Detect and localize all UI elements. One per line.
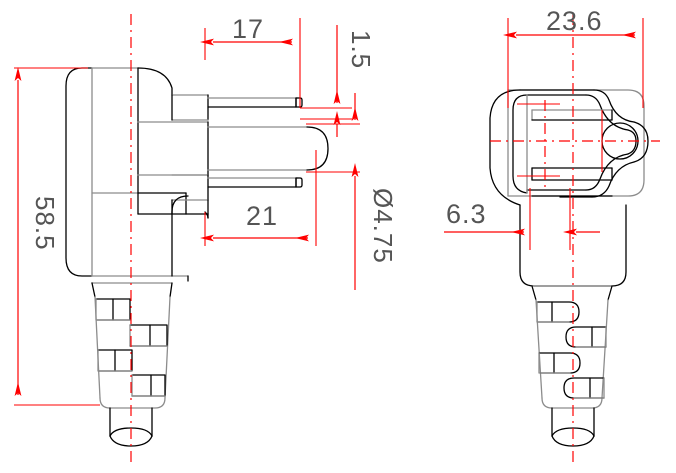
slot-top [531,109,613,121]
dimension-label-6-3: 6.3 [446,199,487,229]
pin-top [207,97,303,108]
strain-relief-side [91,282,173,409]
pin-bottom [207,177,303,188]
pin-middle-earth [207,126,329,171]
side-view [14,14,360,465]
dimension-label-58-5: 58.5 [30,196,60,251]
strain-relief-front [531,285,613,409]
front-view [444,14,660,465]
dimension-label-dia-4-75: Ø4.75 [368,188,398,264]
dimension-label-23-6: 23.6 [546,6,603,36]
dimension-6-3 [444,188,600,250]
dimension-58-5 [14,67,100,406]
dimension-label-21: 21 [246,201,278,231]
dimension-23-6 [503,18,644,108]
inner-face-profile [489,89,649,206]
dimension-17 [200,18,301,108]
dimension-21 [200,150,317,246]
dimension-label-17: 17 [232,14,264,44]
dimension-dia-4-75 [306,93,360,290]
dimension-label-1-5: 1.5 [346,30,376,69]
plug-body [65,67,209,282]
dimension-1-5 [300,25,352,137]
